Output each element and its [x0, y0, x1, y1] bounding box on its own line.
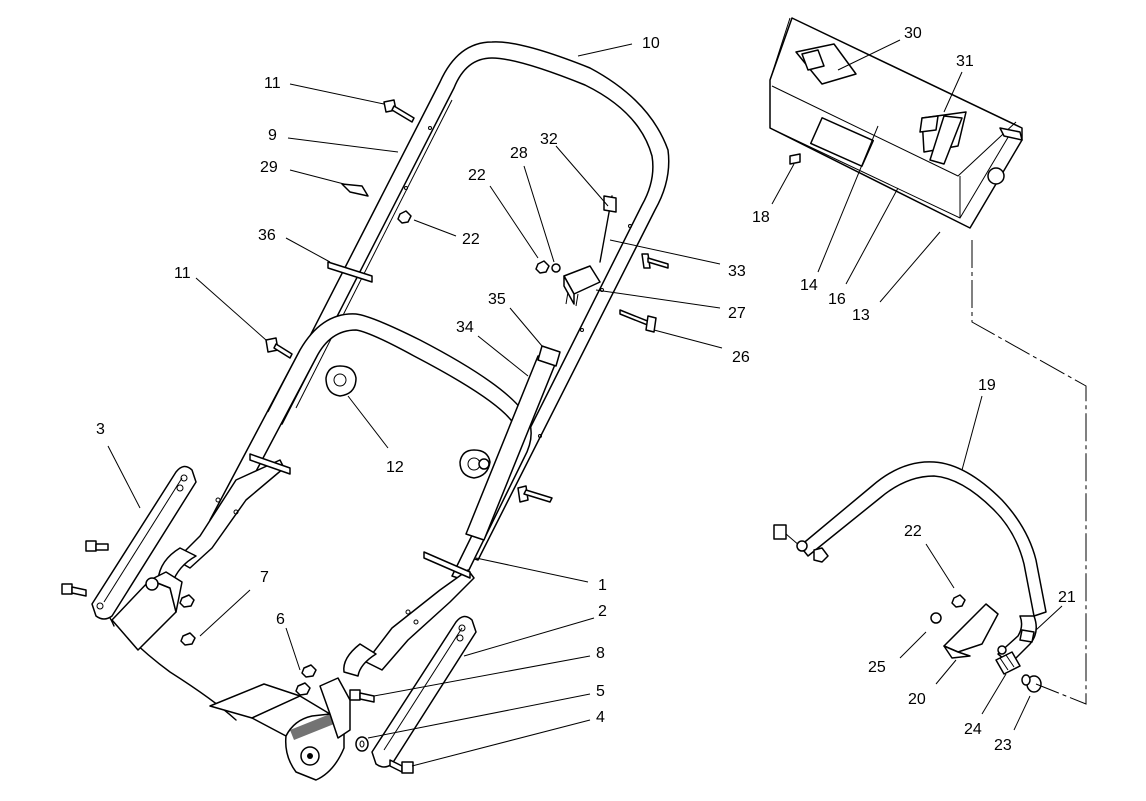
bolt-4 — [389, 759, 414, 774]
clip-lower-left — [249, 453, 291, 475]
callout-31: 31 — [956, 53, 974, 70]
nut-22-upper — [397, 210, 412, 224]
callout-33: 33 — [728, 263, 746, 280]
callout-22: 22 — [468, 167, 486, 184]
cap-35 — [537, 345, 561, 367]
nuts-6 — [295, 664, 317, 696]
washer-28 — [551, 263, 561, 273]
callout-32: 32 — [540, 131, 558, 148]
callout-35: 35 — [488, 291, 506, 308]
callout-11: 11 — [264, 75, 281, 92]
callout-27: 27 — [728, 305, 746, 322]
leader-lines — [107, 39, 1063, 767]
callout-28: 28 — [510, 145, 528, 162]
lever-bail-right — [997, 615, 1037, 665]
callout-19: 19 — [978, 377, 996, 394]
knob-12-right — [459, 449, 491, 479]
callout-2: 2 — [598, 603, 607, 620]
callout-25: 25 — [868, 659, 886, 676]
callout-23: 23 — [994, 737, 1012, 754]
carriage-bolt-right — [517, 485, 553, 503]
callout-1: 1 — [598, 577, 607, 594]
callout-labels: 10 11 9 29 22 36 11 32 28 22 33 27 35 34… — [96, 25, 1076, 754]
nut-7b — [179, 594, 195, 608]
callout-36: 36 — [258, 227, 276, 244]
spring-24 — [995, 651, 1021, 675]
callout-22: 22 — [904, 523, 922, 540]
callout-3: 3 — [96, 421, 105, 438]
callout-7: 7 — [260, 569, 269, 586]
mower-deck-outline — [99, 571, 351, 781]
bolt-11-upper — [383, 99, 415, 123]
washer-5 — [355, 736, 369, 752]
screw-26 — [619, 309, 657, 333]
clip-lower-right — [423, 551, 471, 579]
callout-30: 30 — [904, 25, 922, 42]
callout-20: 20 — [908, 691, 926, 708]
lever-31 — [919, 111, 967, 165]
washer-25 — [930, 612, 942, 624]
callout-10: 10 — [642, 35, 660, 52]
nut-7 — [180, 632, 196, 646]
callout-16: 16 — [828, 291, 846, 308]
callout-6: 6 — [276, 611, 285, 628]
height-adjuster-right — [371, 615, 477, 768]
upper-handle — [267, 41, 670, 561]
height-adjuster-left — [91, 465, 197, 620]
callout-5: 5 — [596, 683, 605, 700]
callout-11: 11 — [174, 265, 191, 282]
callout-26: 26 — [732, 349, 750, 366]
cable-32 — [599, 195, 617, 263]
callout-24: 24 — [964, 721, 982, 738]
screw-33 — [641, 253, 669, 269]
pin-29 — [341, 183, 369, 197]
callout-13: 13 — [852, 307, 870, 324]
callout-34: 34 — [456, 319, 474, 336]
bail-end-left — [773, 524, 829, 563]
knob-23 — [1021, 674, 1042, 693]
screw-18 — [789, 153, 801, 165]
clip-36 — [327, 261, 373, 283]
bolt-11-lower — [265, 337, 293, 359]
callout-14: 14 — [800, 277, 818, 294]
bolt-left-lower — [61, 583, 87, 597]
bolt-8 — [349, 689, 375, 703]
bracket-20 — [943, 603, 999, 659]
callout-8: 8 — [596, 645, 605, 662]
callout-9: 9 — [268, 127, 277, 144]
nut-22-bail — [951, 594, 966, 608]
callout-12: 12 — [386, 459, 404, 476]
callout-4: 4 — [596, 709, 605, 726]
nut-22-cable — [535, 260, 550, 274]
lever-30 — [795, 43, 857, 85]
control-block-27 — [563, 265, 601, 307]
knob-12-left — [325, 365, 357, 397]
screw-21 — [1019, 629, 1035, 643]
bolt-left-upper — [85, 540, 109, 552]
callout-21: 21 — [1058, 589, 1076, 606]
callout-22: 22 — [462, 231, 480, 248]
callout-18: 18 — [752, 209, 770, 226]
callout-29: 29 — [260, 159, 278, 176]
reference-line — [971, 240, 1087, 705]
